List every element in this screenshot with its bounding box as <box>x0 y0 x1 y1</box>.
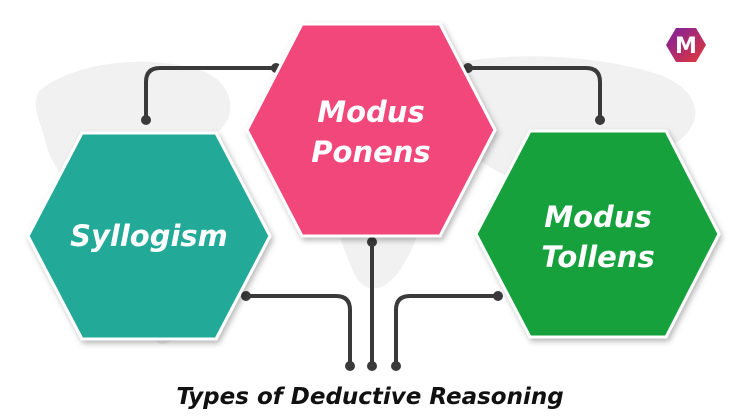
connector-tollens-down <box>394 294 500 367</box>
node-syllogism: Syllogism <box>26 131 272 341</box>
connector-syllogism-down <box>244 294 352 367</box>
connector-dots <box>141 63 605 371</box>
connector-syllogism-to-ponens <box>144 66 278 122</box>
connector-lines <box>144 66 602 367</box>
label-line: Modus <box>317 95 424 129</box>
hexagon-syllogism <box>26 131 272 341</box>
label-line: Syllogism <box>70 219 228 253</box>
label-syllogism: Syllogism <box>70 219 228 253</box>
brand-logo: M <box>666 28 706 62</box>
hexagon-modus-ponens <box>245 22 497 238</box>
label-line: Modus <box>544 200 651 234</box>
logo-hexagon <box>666 28 706 62</box>
diagram-caption: Types of Deductive Reasoning <box>176 384 563 410</box>
connector-ponens-to-tollens <box>466 66 602 122</box>
hexagon-modus-tollens <box>474 129 721 339</box>
label-line: Tollens <box>541 240 654 274</box>
logo-letter: M <box>675 34 697 59</box>
label-line: Ponens <box>311 135 430 169</box>
